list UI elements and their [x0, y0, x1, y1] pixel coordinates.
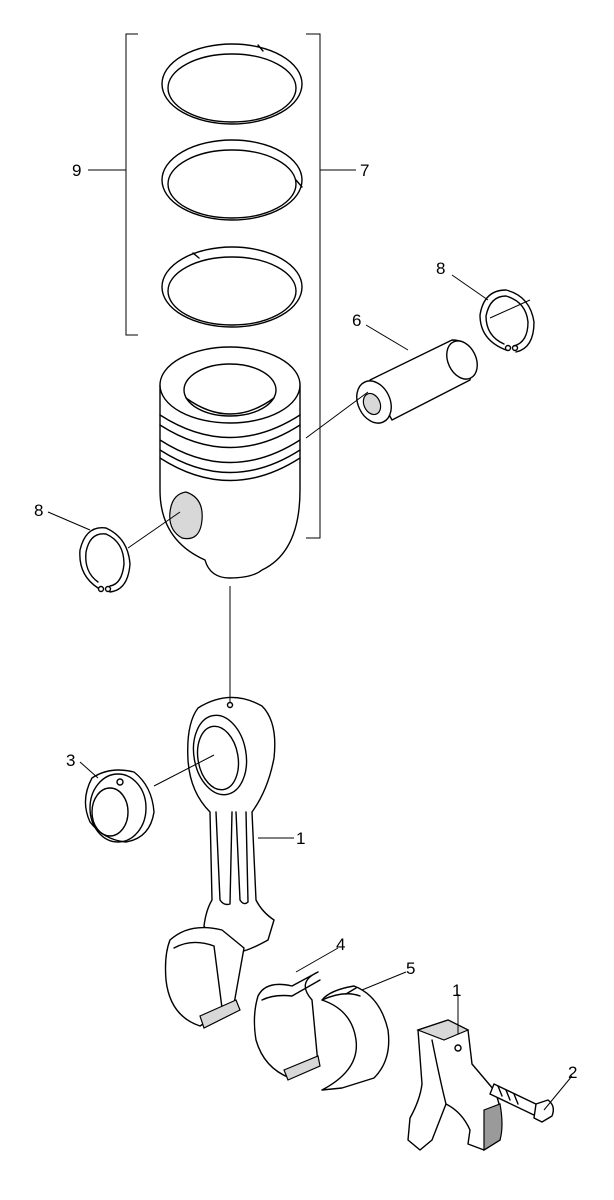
ring-set-brackets — [125, 33, 321, 539]
small-end-bushing — [84, 769, 155, 843]
callout-6: 6 — [352, 311, 361, 330]
rod-cap — [407, 1019, 503, 1152]
callout-5: 5 — [406, 959, 415, 978]
callout-3: 3 — [66, 751, 75, 770]
piston-pin — [356, 339, 478, 424]
callout-4: 4 — [336, 935, 345, 954]
piston — [159, 346, 301, 579]
snap-ring-right — [479, 289, 535, 353]
piston-ring-bottom — [161, 246, 303, 328]
callout-8-left: 8 — [34, 501, 43, 520]
callout-7: 7 — [360, 161, 369, 180]
callout-2: 2 — [568, 1063, 577, 1082]
callout-labels: 9 7 8 6 8 3 1 4 5 1 2 — [34, 161, 577, 1082]
bearing-shell-upper — [253, 971, 321, 1081]
piston-ring-middle — [161, 139, 303, 221]
callout-8-right: 8 — [436, 259, 445, 278]
connecting-rod — [164, 696, 276, 1029]
rod-bolt — [489, 1083, 555, 1123]
callout-1-rod: 1 — [296, 829, 305, 848]
piston-ring-top — [161, 43, 303, 125]
snap-ring-left — [79, 526, 131, 593]
callout-1-cap: 1 — [452, 981, 461, 1000]
bearing-shell-lower — [321, 985, 390, 1091]
callout-9: 9 — [72, 161, 81, 180]
leader-lines — [47, 169, 573, 1111]
